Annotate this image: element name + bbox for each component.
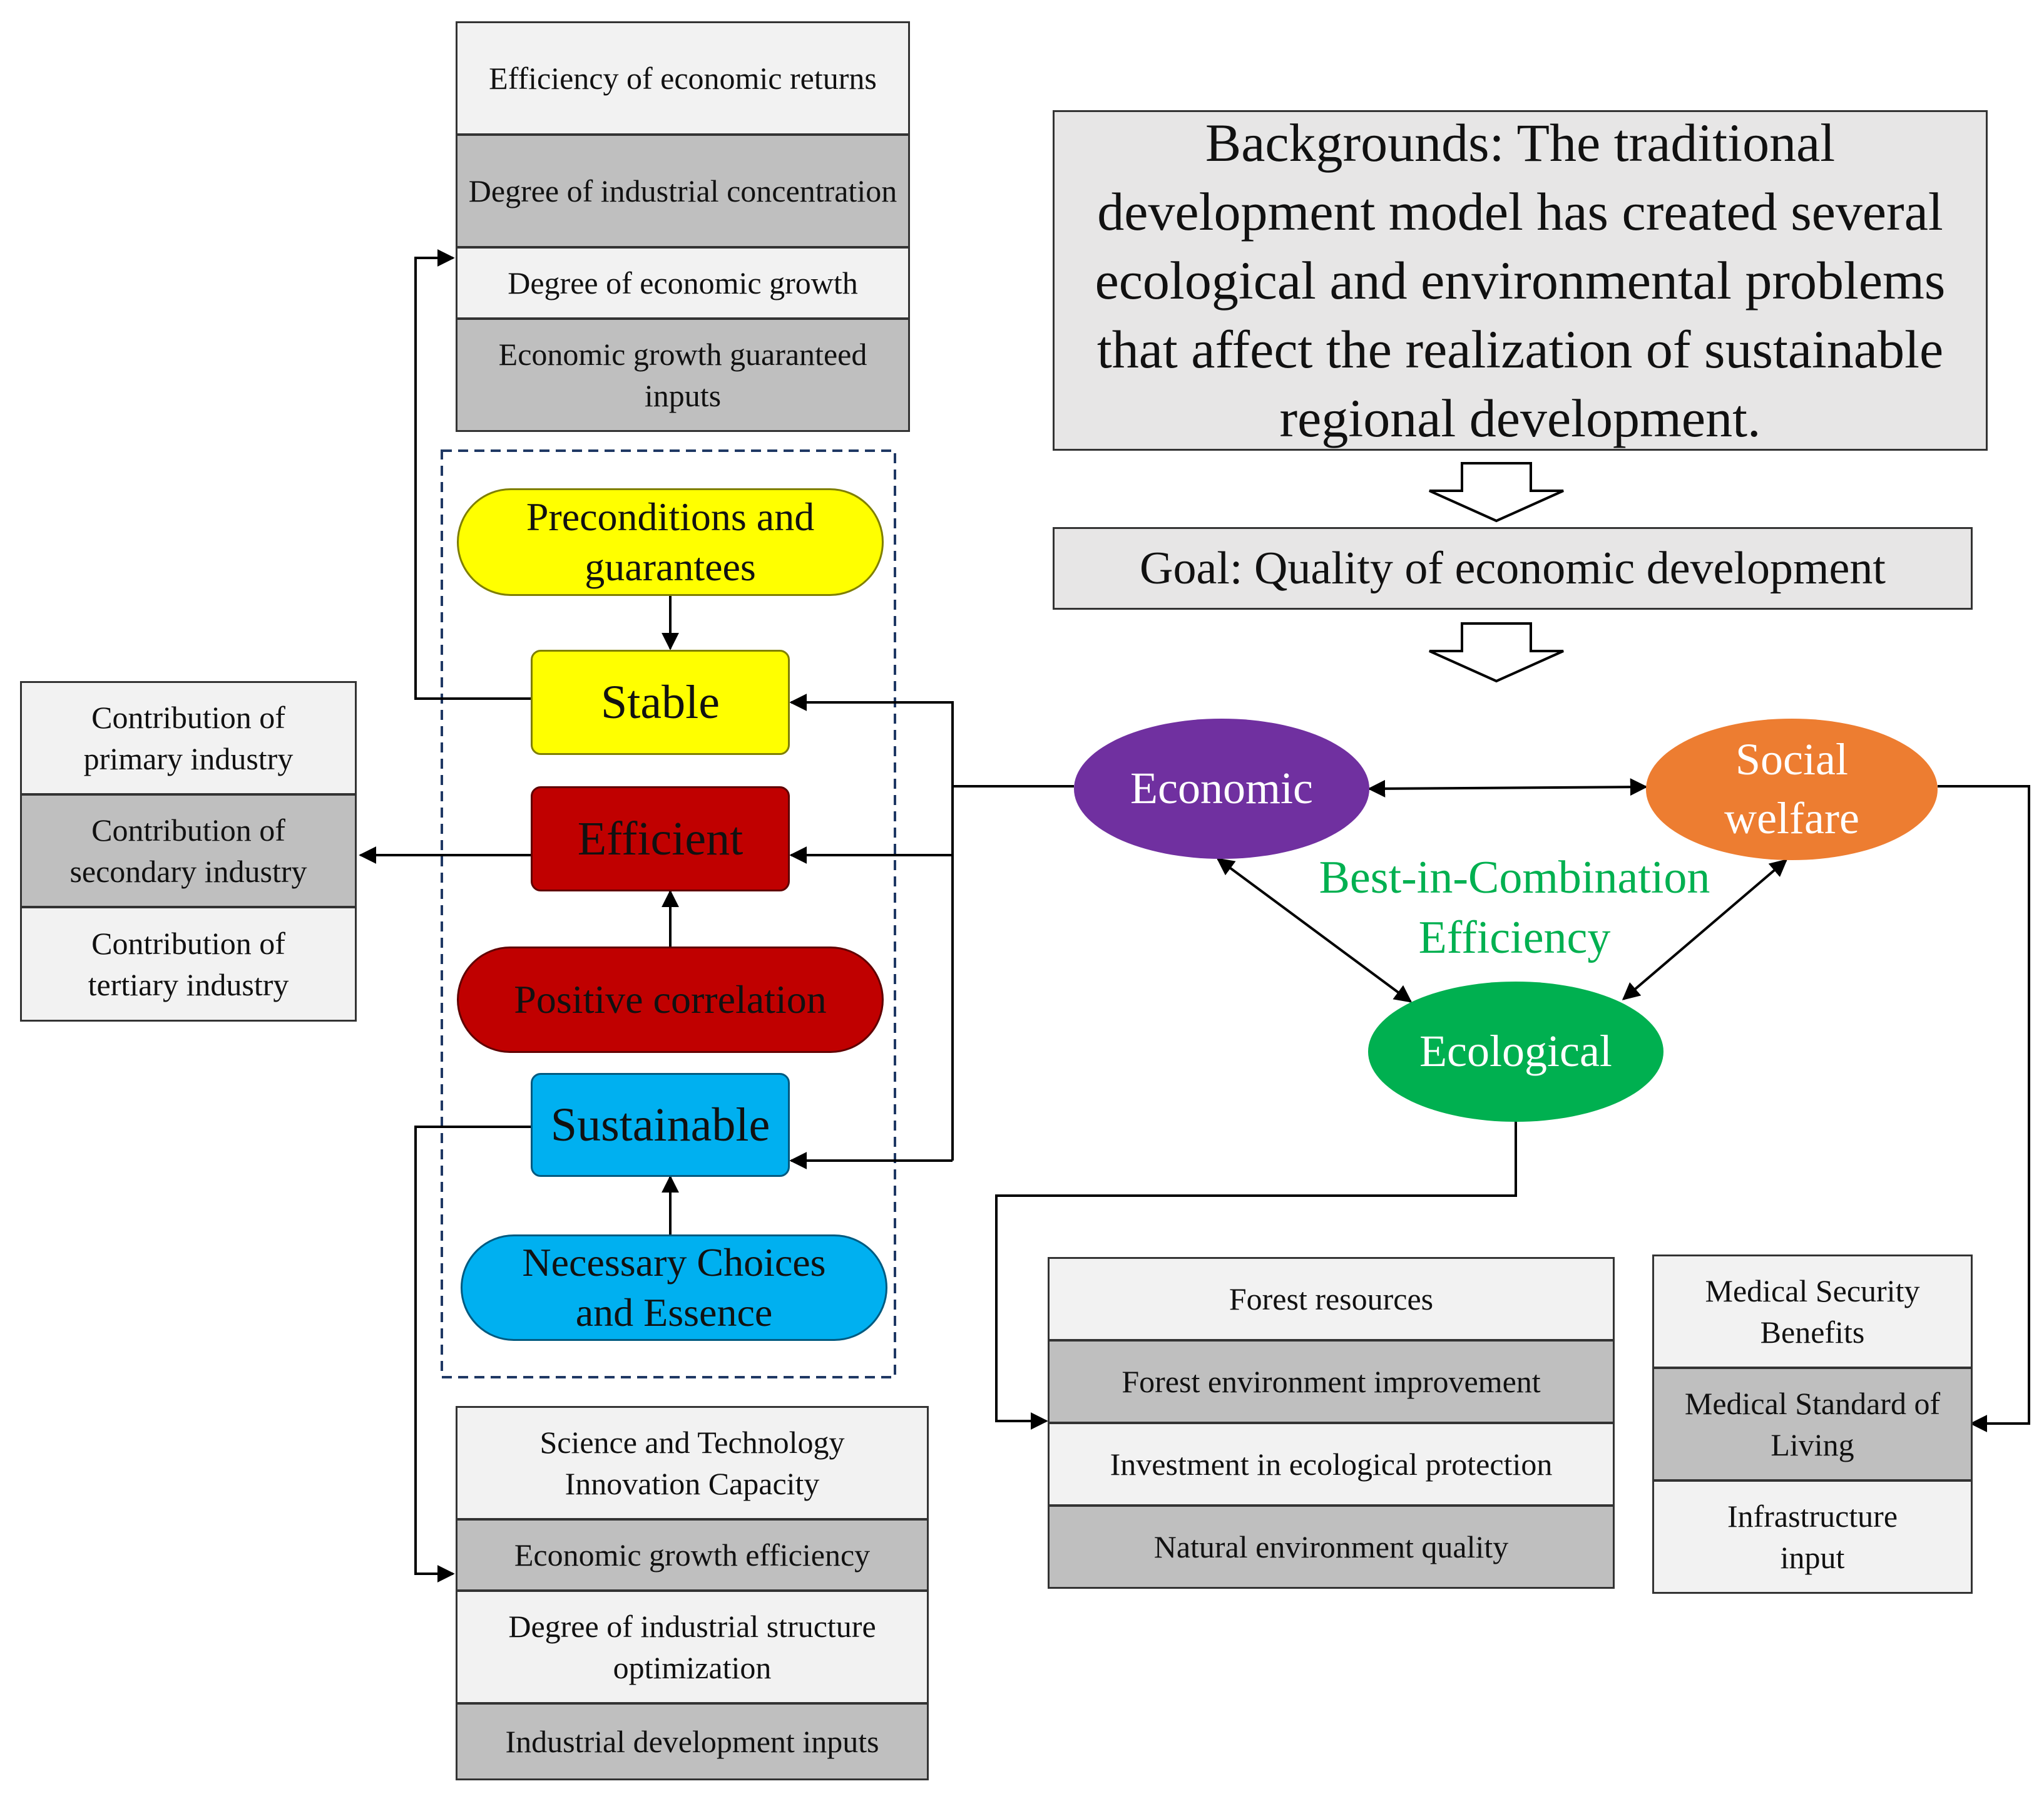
economic-label: Economic — [1130, 763, 1313, 814]
positive-correlation-label: Positive correlation — [514, 977, 827, 1022]
indicator-label: Science and Technology Innovation Capaci… — [539, 1425, 845, 1501]
indicator-label: Efficiency of economic returns — [489, 61, 877, 96]
indicator-forest-resources: Forest resources — [1048, 1257, 1615, 1341]
indicator-infrastructure: Infrastructure input — [1652, 1480, 1973, 1594]
best-combination-label-box: Best-in-Combination Efficiency — [1277, 845, 1752, 970]
indicator-medical-standard: Medical Standard of Living — [1652, 1367, 1973, 1481]
indicator-forest-improvement: Forest environment improvement — [1048, 1340, 1615, 1424]
background-to-goal-arrow — [1429, 462, 1564, 523]
indicator-label: Economic growth guaranteed inputs — [498, 337, 867, 413]
indicator-secondary-industry: Contribution of secondary industry — [20, 794, 357, 908]
ecological-label: Ecological — [1419, 1026, 1612, 1077]
preconditions-pill: Preconditions and guarantees — [457, 488, 884, 596]
background-box: Backgrounds: The traditional development… — [1053, 110, 1988, 451]
social-ecological-arrow — [1622, 859, 1788, 1000]
goal-to-panel-arrow — [1429, 622, 1564, 683]
economic-ellipse: Economic — [1074, 719, 1369, 859]
preconditions-label: Preconditions and guarantees — [526, 495, 815, 589]
positive-correlation-pill: Positive correlation — [457, 947, 884, 1053]
indicator-label: Medical Security Benefits — [1705, 1273, 1920, 1350]
indicator-label: Natural environment quality — [1153, 1529, 1509, 1564]
indicator-label: Degree of industrial concentration — [468, 173, 897, 208]
necessary-choices-label: Necessary Choices and Essence — [522, 1240, 826, 1335]
stable-to-indicators-line — [414, 249, 532, 700]
indicator-label: Medical Standard of Living — [1684, 1386, 1941, 1462]
indicator-label: Degree of economic growth — [508, 265, 858, 300]
efficient-label: Efficient — [577, 812, 744, 865]
indicator-label: Contribution of tertiary industry — [88, 926, 289, 1002]
indicator-medical-security: Medical Security Benefits — [1652, 1255, 1973, 1368]
indicator-industrial-inputs: Industrial development inputs — [456, 1703, 929, 1780]
indicator-label: Contribution of secondary industry — [69, 813, 307, 889]
economic-ecological-arrow — [1216, 858, 1413, 1003]
economic-social-arrow — [1367, 778, 1648, 798]
indicator-tertiary-industry: Contribution of tertiary industry — [20, 906, 357, 1022]
sustainable-to-indicators-line — [414, 1126, 532, 1583]
stable-box: Stable — [531, 650, 790, 755]
social-welfare-label: Social welfare — [1724, 734, 1859, 843]
dashed-container — [441, 449, 896, 1378]
indicator-growth-guaranteed-inputs: Economic growth guaranteed inputs — [456, 318, 910, 432]
indicator-label: Degree of industrial structure optimizat… — [508, 1609, 876, 1685]
indicator-label: Forest environment improvement — [1122, 1364, 1541, 1399]
social-to-indicators-line — [1938, 785, 2030, 1432]
indicator-label: Infrastructure input — [1727, 1499, 1898, 1575]
indicator-ecological-protection: Investment in ecological protection — [1048, 1422, 1615, 1506]
indicator-environment-quality: Natural environment quality — [1048, 1505, 1615, 1589]
goal-text: Goal: Quality of economic development — [1140, 542, 1886, 594]
stable-label: Stable — [601, 675, 720, 729]
sustainable-label: Sustainable — [550, 1098, 770, 1151]
indicator-label: Economic growth efficiency — [514, 1537, 871, 1573]
ecological-ellipse: Ecological — [1368, 982, 1663, 1122]
indicator-efficiency-economic-returns: Efficiency of economic returns — [456, 21, 910, 135]
necessary-choices-pill: Necessary Choices and Essence — [461, 1234, 887, 1341]
indicator-label: Contribution of primary industry — [83, 700, 294, 776]
indicator-growth-efficiency: Economic growth efficiency — [456, 1519, 929, 1591]
ecological-to-indicators-line — [995, 1121, 1517, 1430]
sustainable-box: Sustainable — [531, 1073, 790, 1177]
indicator-label: Industrial development inputs — [505, 1724, 879, 1759]
indicator-primary-industry: Contribution of primary industry — [20, 681, 357, 795]
indicator-structure-optimization: Degree of industrial structure optimizat… — [456, 1590, 929, 1704]
goal-box: Goal: Quality of economic development — [1053, 527, 1973, 610]
efficient-box: Efficient — [531, 786, 790, 891]
indicator-science-technology: Science and Technology Innovation Capaci… — [456, 1406, 929, 1520]
social-welfare-ellipse: Social welfare — [1646, 719, 1938, 860]
indicator-economic-growth: Degree of economic growth — [456, 247, 910, 319]
indicator-label: Forest resources — [1229, 1281, 1434, 1316]
indicator-industrial-concentration: Degree of industrial concentration — [456, 134, 910, 248]
best-combination-label: Best-in-Combination Efficiency — [1319, 851, 1710, 963]
indicator-label: Investment in ecological protection — [1110, 1447, 1553, 1482]
background-text: Backgrounds: The traditional development… — [1095, 112, 1946, 449]
